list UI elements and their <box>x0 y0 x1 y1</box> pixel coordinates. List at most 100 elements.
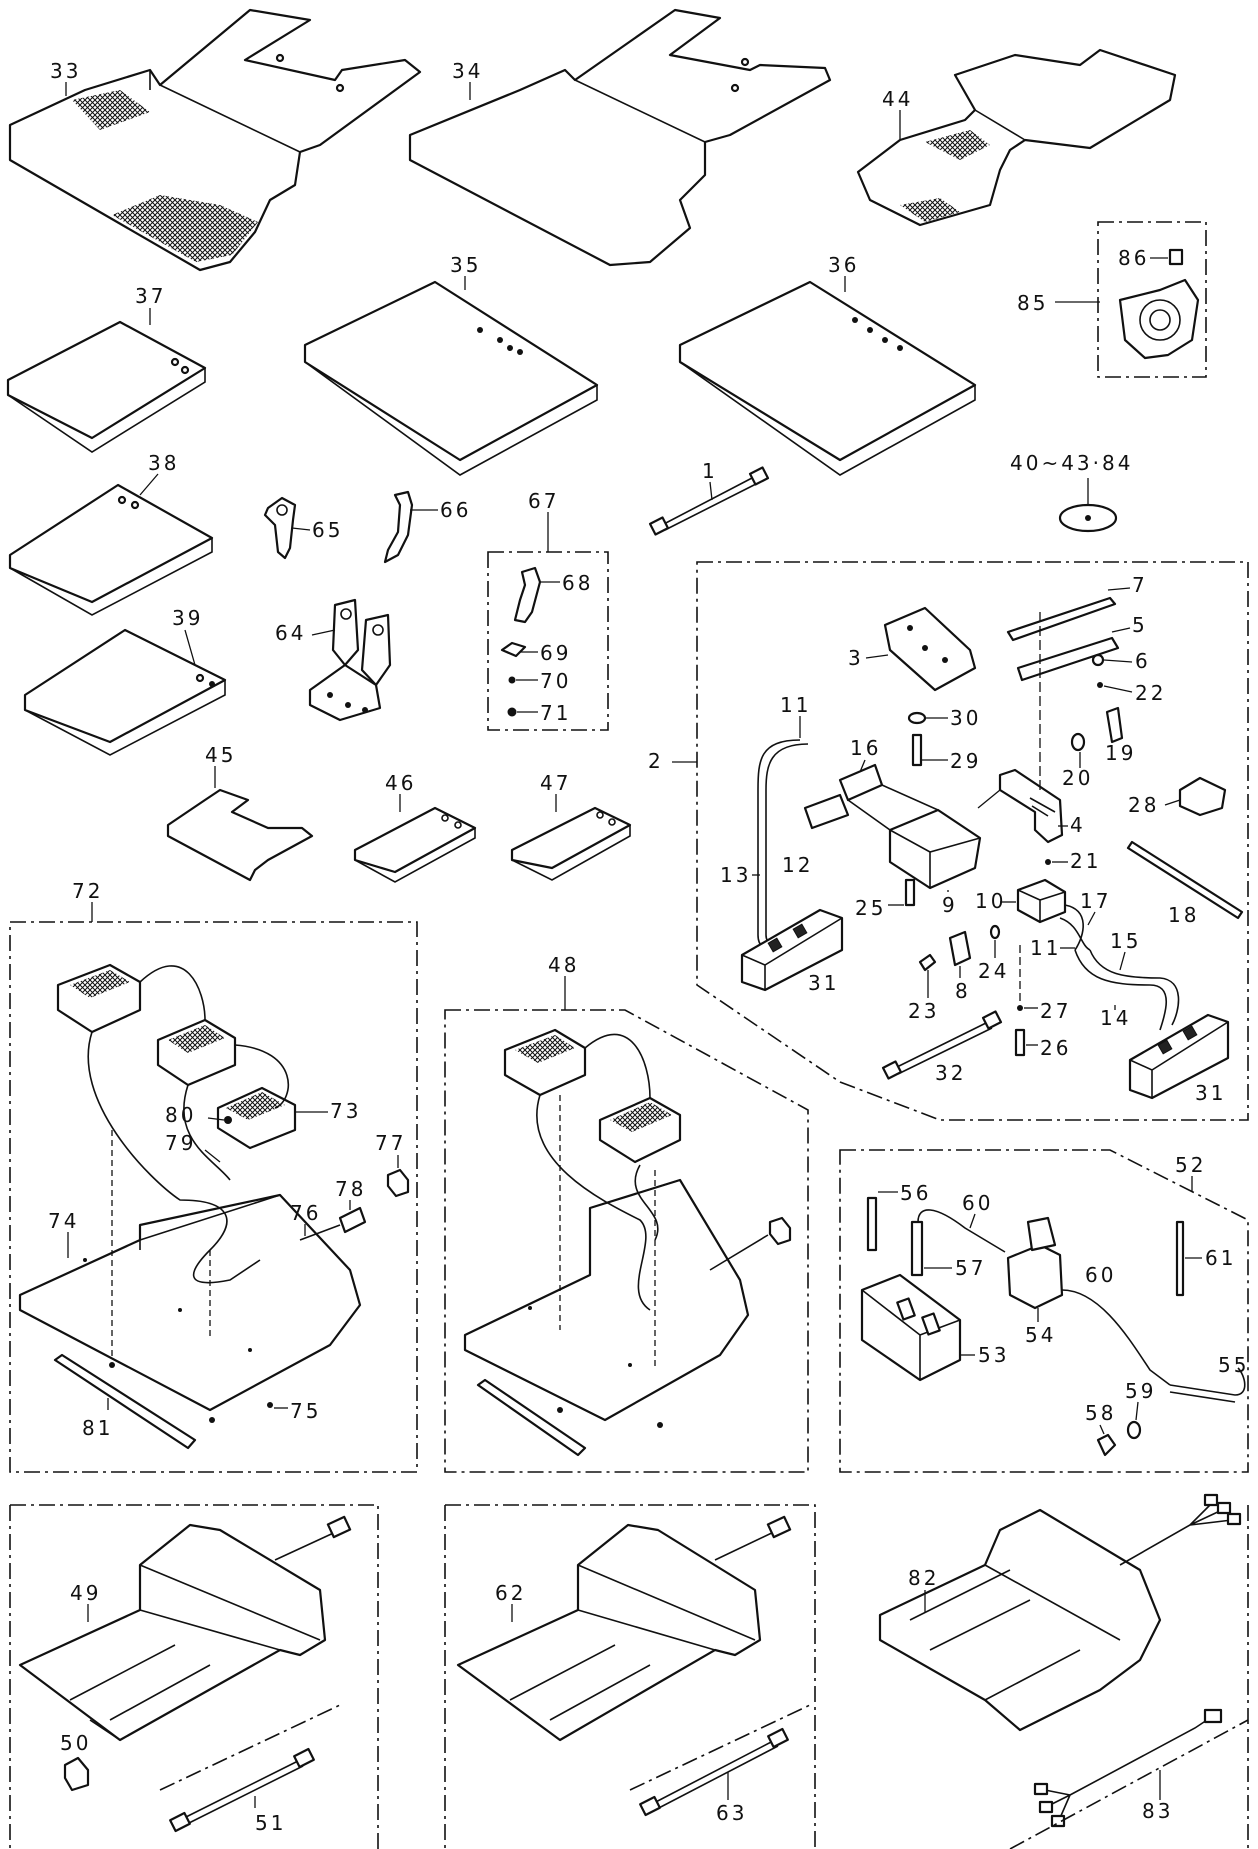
part-29-screw <box>911 733 923 767</box>
callout-69: 69 <box>540 641 571 665</box>
assembly-49-frame <box>9 1504 379 1849</box>
callout-6: 6 <box>1135 649 1151 673</box>
part-21-screw <box>1045 859 1051 865</box>
part-86-screw <box>1168 248 1184 266</box>
callout-35: 35 <box>450 253 481 277</box>
callout-83: 83 <box>1142 1799 1173 1823</box>
assembly-48-frame <box>444 1009 809 1473</box>
callout-32: 32 <box>935 1061 966 1085</box>
callout-19: 19 <box>1105 741 1136 765</box>
callout-64: 64 <box>275 621 306 645</box>
callout-60a: 60 <box>962 1191 993 1215</box>
callout-46: 46 <box>385 771 416 795</box>
part-56-pin <box>866 1196 878 1252</box>
callout-50: 50 <box>60 1731 91 1755</box>
callout-5: 5 <box>1132 613 1148 637</box>
part-75-screw <box>267 1402 273 1408</box>
callout-11a: 11 <box>780 693 811 717</box>
part-18-cable-tie <box>1126 840 1244 920</box>
callout-7: 7 <box>1132 573 1148 597</box>
part-77-connector <box>386 1168 410 1198</box>
callout-79: 79 <box>165 1131 196 1155</box>
callout-18: 18 <box>1168 903 1199 927</box>
part-25-screw <box>904 878 916 907</box>
part-66-bracket <box>383 490 414 564</box>
callout-39: 39 <box>172 606 203 630</box>
pedal-switch-2 <box>156 1018 237 1087</box>
callout-59: 59 <box>1125 1379 1156 1403</box>
part-9-valve-block <box>888 808 982 890</box>
callout-10: 10 <box>975 889 1006 913</box>
part-49-pedal-unit <box>18 1523 327 1742</box>
pedal-switch-3 <box>216 1086 297 1150</box>
callout-14: 14 <box>1100 1006 1131 1030</box>
part-46-plate <box>353 806 477 883</box>
callout-27: 27 <box>1040 999 1071 1023</box>
part-32-cable <box>881 1010 1003 1080</box>
callout-20: 20 <box>1062 766 1093 790</box>
part-45-plate <box>166 788 314 882</box>
part-14-15-tubes <box>1074 949 1167 1031</box>
part-28-clip <box>1178 776 1227 817</box>
part-44-sheet <box>856 48 1177 227</box>
callout-2: 2 <box>648 749 664 773</box>
callout-24: 24 <box>978 959 1009 983</box>
part-53-manifold <box>860 1273 962 1382</box>
callout-29: 29 <box>950 749 981 773</box>
callout-80: 80 <box>165 1103 196 1127</box>
callout-63: 63 <box>716 1801 747 1825</box>
assembly-72-frame <box>9 921 418 1473</box>
callout-40-43-84: 40~43·84 <box>1010 451 1133 475</box>
callout-55: 55 <box>1218 1353 1249 1377</box>
part-35-plate <box>303 280 599 476</box>
part-3-bracket <box>883 606 977 692</box>
part-34-sheet <box>408 8 832 267</box>
pedal-switch-1 <box>56 963 142 1034</box>
callout-77: 77 <box>375 1131 406 1155</box>
part-19-screw <box>1105 706 1124 744</box>
part-48-connector <box>768 1216 792 1246</box>
pedal-switch-5 <box>598 1096 682 1164</box>
callout-36: 36 <box>828 253 859 277</box>
callout-15: 15 <box>1110 929 1141 953</box>
part-78-connector <box>299 1206 367 1241</box>
part-82-harness <box>1119 1493 1242 1566</box>
callout-33: 33 <box>50 59 81 83</box>
part-62-pedal-unit <box>456 1523 762 1742</box>
assembly-62-frame <box>444 1504 816 1849</box>
callout-60b: 60 <box>1085 1263 1116 1287</box>
part-1-cable <box>648 466 770 536</box>
part-54-valve <box>1006 1216 1064 1310</box>
part-31-solenoid-valve-b <box>1128 1013 1230 1100</box>
callout-57: 57 <box>955 1256 986 1280</box>
callout-25: 25 <box>855 896 886 920</box>
part-10-valve <box>1016 878 1067 924</box>
part-23-screw <box>918 953 937 972</box>
part-26-screw <box>1014 1028 1026 1057</box>
callout-12: 12 <box>782 853 813 877</box>
callout-38: 38 <box>148 451 179 475</box>
callout-48: 48 <box>548 953 579 977</box>
part-60-tube-a <box>917 1209 1006 1253</box>
part-81-strip <box>53 1353 197 1450</box>
callout-31a: 31 <box>808 971 839 995</box>
callout-31b: 31 <box>1195 1081 1226 1105</box>
callout-22: 22 <box>1135 681 1166 705</box>
callout-71: 71 <box>540 701 571 725</box>
callout-8: 8 <box>955 979 971 1003</box>
callout-45: 45 <box>205 743 236 767</box>
part-36-plate <box>678 280 977 476</box>
callout-76: 76 <box>290 1201 321 1225</box>
callout-17: 17 <box>1080 889 1111 913</box>
callout-74: 74 <box>48 1209 79 1233</box>
part-48-base-plate <box>463 1178 750 1422</box>
callout-68: 68 <box>562 571 593 595</box>
callout-66: 66 <box>440 498 471 522</box>
callout-30: 30 <box>950 706 981 730</box>
callout-54: 54 <box>1025 1323 1056 1347</box>
part-11-tube-a <box>757 739 801 880</box>
callout-61: 61 <box>1205 1246 1236 1270</box>
part-37-plate <box>6 320 207 453</box>
part-65-lever <box>263 496 297 560</box>
callout-34: 34 <box>452 59 483 83</box>
